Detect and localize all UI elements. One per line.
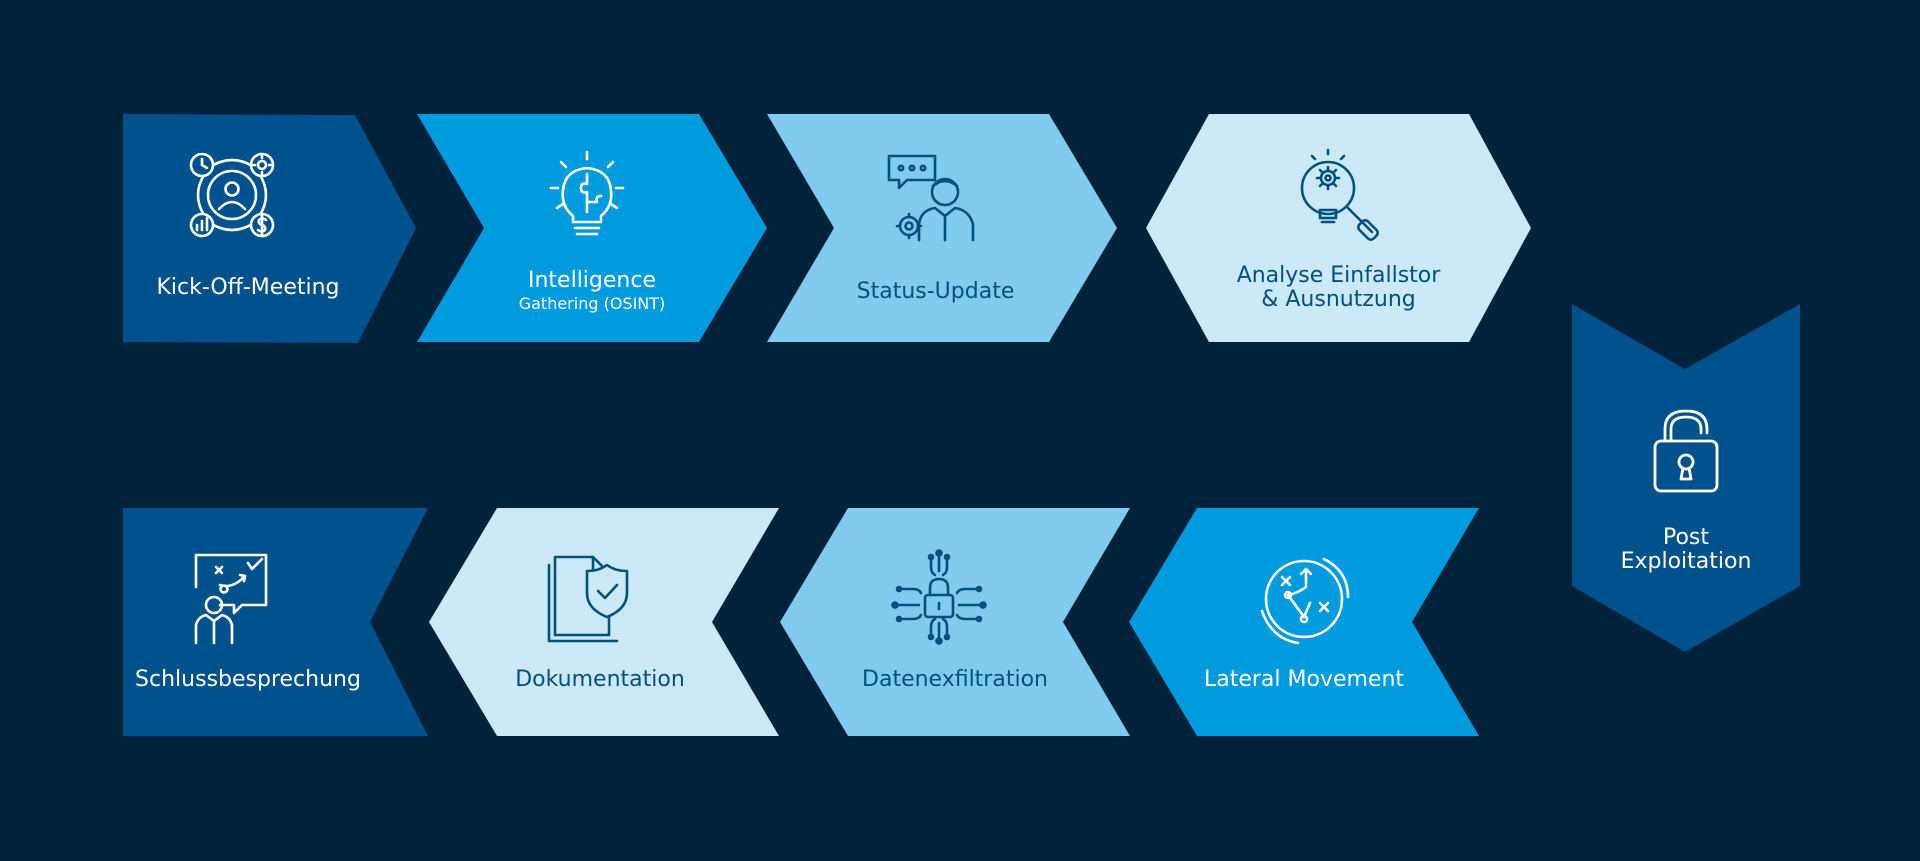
step-schlussbesprechung: Schlussbesprechung [123, 508, 428, 737]
step-status-update: Status-Update [767, 114, 1117, 343]
step-kick-off-meeting: Kick-Off-Meeting [123, 114, 416, 343]
step-subtitle: Exploitation [1620, 549, 1752, 575]
step-title: Dokumentation [515, 667, 685, 692]
step-analyse-einfallstor: Analyse Einfallstor & Ausnutzung [1146, 114, 1531, 343]
step-datenexfiltration: Datenexfiltration [780, 508, 1130, 737]
meeting-hub-icon [189, 152, 275, 238]
step-shape [429, 508, 779, 736]
step-label: Post Exploitation [1572, 525, 1800, 575]
document-shield-icon [547, 555, 629, 643]
step-post-exploitation: Post Exploitation [1572, 304, 1800, 652]
chat-person-gear-icon [887, 154, 975, 242]
lightbulb-puzzle-icon [549, 150, 625, 236]
step-shape [123, 508, 428, 736]
step-subtitle: & Ausnutzung [1261, 287, 1416, 313]
step-title: Intelligence [527, 268, 656, 293]
unlocked-padlock-icon [1653, 409, 1719, 493]
step-title: Status-Update [856, 279, 1015, 304]
step-label: Dokumentation [429, 667, 771, 692]
step-title: Post [1662, 525, 1710, 550]
strategy-target-icon [1260, 557, 1350, 645]
step-title: Kick-Off-Meeting [156, 275, 340, 300]
step-shape [780, 508, 1130, 736]
step-title: Datenexfiltration [862, 667, 1048, 692]
step-label: Analyse Einfallstor & Ausnutzung [1146, 263, 1531, 313]
step-label: Kick-Off-Meeting [123, 275, 373, 300]
step-label: Schlussbesprechung [123, 667, 373, 692]
presenter-board-icon [194, 553, 268, 645]
bulb-magnifier-icon [1300, 148, 1379, 241]
step-dokumentation: Dokumentation [429, 508, 779, 737]
step-title: Schlussbesprechung [135, 667, 361, 692]
step-subtitle: Gathering (OSINT) [518, 294, 666, 314]
step-shape [1146, 114, 1531, 342]
step-label: Datenexfiltration [780, 667, 1130, 692]
step-intelligence-gathering: Intelligence Gathering (OSINT) [417, 114, 767, 343]
step-label: Lateral Movement [1129, 667, 1479, 692]
step-title: Analyse Einfallstor [1236, 263, 1441, 288]
step-title: Lateral Movement [1203, 667, 1405, 692]
step-label: Intelligence Gathering (OSINT) [417, 268, 767, 314]
step-label: Status-Update [767, 279, 1104, 304]
padlock-circuit-icon [891, 549, 987, 645]
step-lateral-movement: Lateral Movement [1129, 508, 1479, 737]
step-shape [767, 114, 1117, 342]
